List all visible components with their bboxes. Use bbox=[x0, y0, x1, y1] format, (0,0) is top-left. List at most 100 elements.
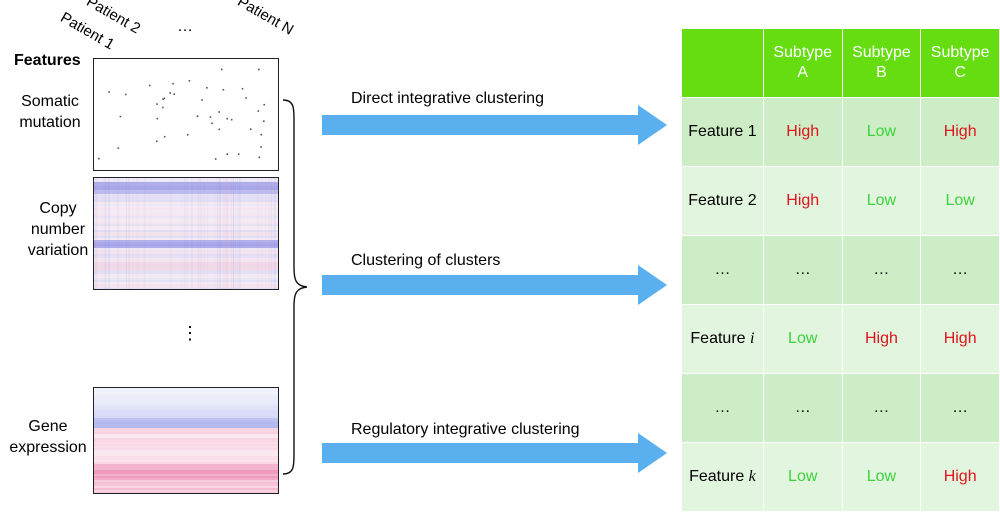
cnv-column bbox=[203, 178, 205, 289]
feature-name-cell: Feature k bbox=[681, 442, 764, 512]
curly-brace-icon bbox=[282, 99, 308, 475]
cnv-column bbox=[108, 178, 110, 289]
gene-expression-label: Gene expression bbox=[0, 416, 96, 458]
cnv-column bbox=[232, 178, 234, 289]
value-cell: High bbox=[762, 97, 843, 167]
expression-stripe bbox=[94, 490, 278, 492]
expression-stripe bbox=[94, 388, 278, 390]
mutation-dot bbox=[172, 82, 174, 85]
cnv-stripe bbox=[94, 202, 278, 204]
cnv-column bbox=[102, 178, 104, 289]
expression-stripe bbox=[94, 404, 278, 406]
cnv-column bbox=[214, 178, 216, 289]
mutation-dot bbox=[226, 117, 228, 120]
somatic-mutation-label: Somatic mutation bbox=[2, 91, 98, 133]
mutation-dot bbox=[218, 111, 220, 113]
expression-stripe bbox=[94, 412, 278, 414]
mutation-dot bbox=[220, 68, 223, 71]
cnv-column bbox=[128, 178, 130, 289]
cnv-stripe bbox=[94, 286, 278, 288]
table-row: … … … … bbox=[681, 373, 1000, 443]
cnv-column bbox=[201, 178, 203, 289]
mutation-dot bbox=[241, 87, 244, 90]
cnv-column bbox=[226, 178, 228, 289]
expression-stripe bbox=[94, 452, 278, 454]
cnv-stripe bbox=[94, 200, 278, 202]
somatic-mutation-heatmap bbox=[93, 58, 279, 171]
cnv-stripe bbox=[94, 248, 278, 250]
cnv-stripe bbox=[94, 216, 278, 218]
expression-stripe bbox=[94, 394, 278, 396]
arrow-direct-icon bbox=[322, 105, 667, 145]
cnv-column bbox=[104, 178, 106, 289]
feature-name-cell: Feature 1 bbox=[681, 97, 764, 167]
arrow-regulatory-icon bbox=[322, 433, 667, 473]
cnv-stripe bbox=[94, 182, 278, 184]
mutation-dot bbox=[249, 128, 252, 130]
cnv-stripe bbox=[94, 278, 278, 280]
mutation-dot bbox=[209, 116, 212, 118]
expression-stripe bbox=[94, 414, 278, 416]
feature-name: … bbox=[714, 399, 731, 416]
header-a-line2: A bbox=[797, 64, 809, 81]
cnv-stripe bbox=[94, 218, 278, 220]
expression-stripe bbox=[94, 420, 278, 422]
table-row: … … … … bbox=[681, 235, 1000, 305]
value-cell: Low bbox=[841, 166, 922, 236]
cnv-column bbox=[226, 178, 228, 289]
cnv-column bbox=[222, 178, 224, 289]
cnv-column bbox=[198, 178, 200, 289]
cnv-column bbox=[218, 178, 220, 289]
value-cell: … bbox=[920, 373, 1000, 443]
expression-stripe bbox=[94, 440, 278, 442]
cnv-column bbox=[271, 178, 273, 289]
cnv-column bbox=[206, 178, 208, 289]
cnv-stripe bbox=[94, 246, 278, 248]
cnv-column bbox=[144, 178, 146, 289]
cnv-column bbox=[273, 178, 275, 289]
cnv-column bbox=[239, 178, 241, 289]
cnv-stripe bbox=[94, 188, 278, 190]
mutation-dot bbox=[257, 110, 260, 112]
cnv-column bbox=[220, 178, 222, 289]
expression-stripe bbox=[94, 472, 278, 474]
cnv-column bbox=[224, 178, 226, 289]
cnv-column bbox=[219, 178, 221, 289]
cnv-stripe bbox=[94, 282, 278, 284]
feature-name-cell: … bbox=[681, 235, 764, 305]
cnv-column bbox=[239, 178, 241, 289]
header-b-line1: Subtype bbox=[852, 44, 911, 61]
expression-stripe bbox=[94, 436, 278, 438]
cnv-stripe bbox=[94, 178, 278, 180]
expression-stripe bbox=[94, 482, 278, 484]
expression-stripe bbox=[94, 422, 278, 424]
mutation-dot bbox=[162, 98, 164, 100]
feature-name-cell: Feature 2 bbox=[681, 166, 764, 236]
method-clustering-of-clusters: Clustering of clusters bbox=[351, 252, 501, 269]
mutation-dot bbox=[226, 153, 228, 155]
cnv-stripe bbox=[94, 232, 278, 234]
cnv-column bbox=[184, 178, 186, 289]
feature-index: i bbox=[750, 330, 755, 347]
mutation-dot bbox=[218, 128, 221, 131]
value-cell: High bbox=[920, 97, 1000, 167]
header-c-line1: Subtype bbox=[930, 44, 990, 61]
expression-stripe bbox=[94, 406, 278, 408]
cnv-column bbox=[257, 178, 259, 289]
value-cell: Low bbox=[920, 166, 1000, 236]
mutation-dot bbox=[260, 146, 262, 148]
cnv-stripe bbox=[94, 242, 278, 244]
cnv-column bbox=[128, 178, 130, 289]
mutation-dot bbox=[156, 117, 159, 120]
cnv-column bbox=[219, 178, 220, 289]
method-direct-integrative: Direct integrative clustering bbox=[351, 90, 544, 107]
cnv-stripe bbox=[94, 222, 278, 224]
cnv-stripes bbox=[94, 178, 278, 290]
expression-stripe bbox=[94, 468, 278, 470]
cnv-stripe bbox=[94, 228, 278, 230]
cnv-stripe bbox=[94, 274, 278, 276]
cnv-stripe bbox=[94, 198, 278, 200]
cnv-stripe bbox=[94, 194, 278, 196]
expression-stripe bbox=[94, 438, 278, 440]
